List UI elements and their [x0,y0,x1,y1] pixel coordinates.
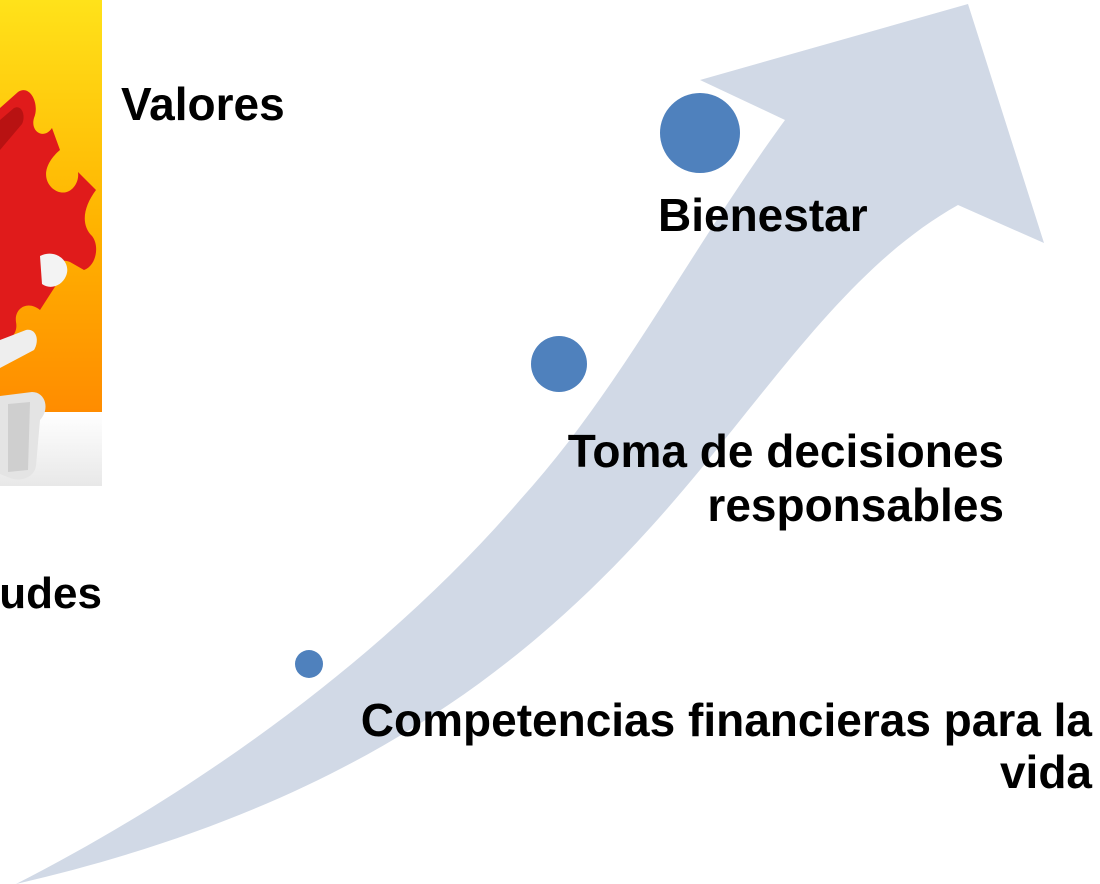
toma-label-line-2: responsables [707,479,1004,531]
bienestar-label: Bienestar [658,189,868,241]
valores-label: Valores [121,78,285,130]
milestone-dot-large [660,93,740,173]
milestone-dot-small [295,650,323,678]
puzzle-piece-image [0,0,102,486]
toma-decisiones-label: Toma de decisiones responsables [568,424,1004,532]
milestone-dot-medium [531,336,587,392]
actitudes-label: Actitudes [0,569,102,618]
competencias-label-line-2: vida [999,746,1092,798]
competencias-label: Competencias financieras para la vida [361,694,1092,798]
toma-label-line-1: Toma de decisiones [567,425,1004,477]
competencias-label-line-1: Competencias financieras para la [360,694,1092,746]
